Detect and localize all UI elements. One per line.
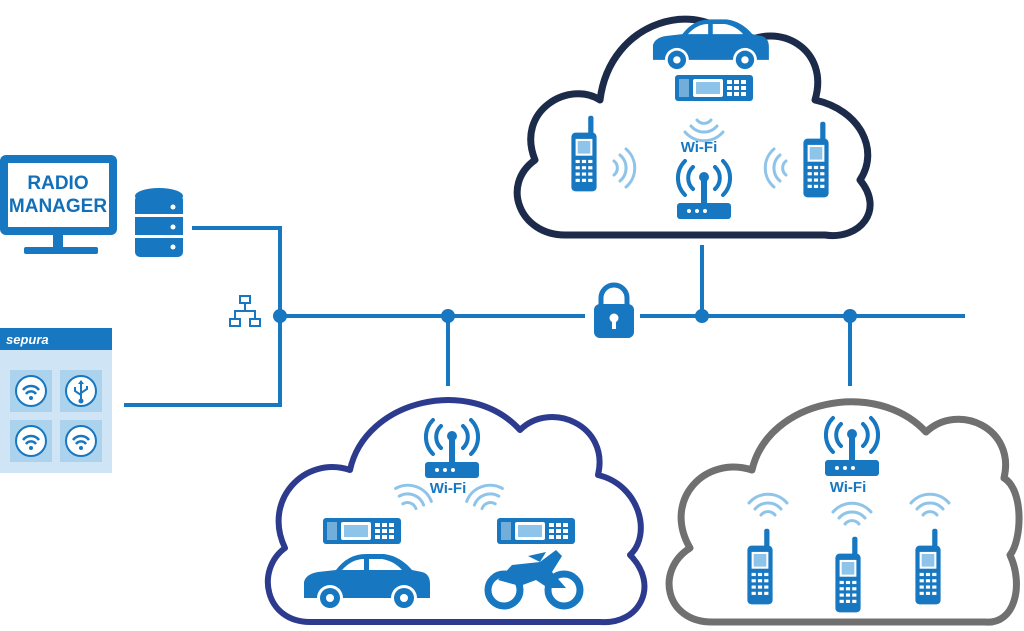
radio-manager-label-line2: MANAGER (9, 196, 107, 217)
mobile-radio-icon (323, 518, 401, 544)
mobile-radio-icon (675, 75, 753, 101)
sepura-brand-label: sepura (6, 332, 49, 347)
database-icon (135, 188, 183, 257)
network-lines (124, 226, 965, 407)
lock-icon (594, 282, 634, 338)
wifi-icon (15, 375, 47, 407)
mobile-radio-icon (497, 518, 575, 544)
network-icon (229, 295, 261, 327)
motorcycle-icon (484, 550, 584, 610)
wifi-icon (65, 425, 97, 457)
monitor-icon: RADIO MANAGER (0, 155, 117, 254)
junction-nodes (273, 309, 857, 323)
cloud-top: Wi-Fi (513, 15, 874, 240)
wifi-label-top: Wi-Fi (681, 139, 718, 156)
wifi-icon (15, 425, 47, 457)
wifi-label-bottom-left: Wi-Fi (430, 480, 467, 497)
cloud-bottom-left: Wi-Fi (264, 397, 648, 626)
sepura-panel: sepura (0, 328, 112, 473)
radio-manager-label-line1: RADIO (27, 173, 88, 194)
cloud-bottom-right: Wi-Fi (665, 398, 1023, 626)
wifi-label-bottom-right: Wi-Fi (830, 479, 867, 496)
usb-icon (65, 375, 97, 407)
